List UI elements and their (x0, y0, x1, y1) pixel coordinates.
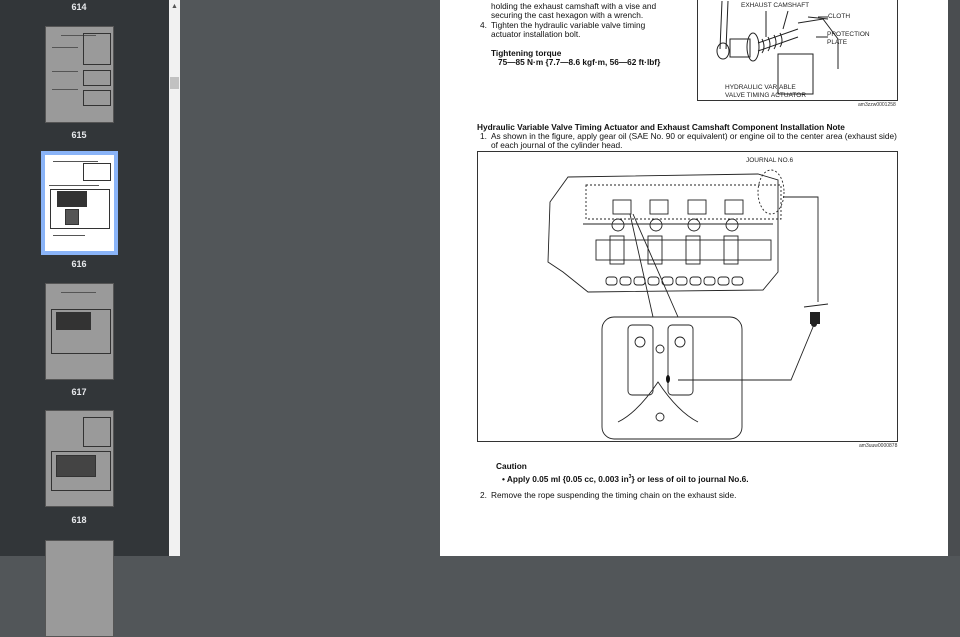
torque-value: 75—85 N·m {7.7—8.6 kgf·m, 56—62 ft·lbf} (498, 57, 661, 67)
figure-actuator: EXHAUST CAMSHAFT CLOTH PROTECTION PLATE … (697, 0, 898, 101)
thumbnail-label: 615 (71, 130, 87, 140)
thumbnail-label: 617 (71, 387, 87, 397)
step-3-text: securing the cast hexagon with a wrench. (491, 10, 644, 20)
step-4-text: actuator installation bolt. (491, 29, 581, 39)
step-number: 2. (480, 490, 487, 500)
thumbnail-page-616-selected[interactable] (41, 151, 118, 255)
superscript: 3 (628, 474, 632, 480)
step-4-text: Tighten the hydraulic variable valve tim… (491, 20, 646, 30)
thumbnail-label: 618 (71, 515, 87, 525)
figure-code: am3uuw0000878 (859, 443, 898, 449)
caution-text: } or less of oil to journal No.6. (631, 473, 749, 484)
thumbnail-label: 616 (71, 259, 87, 269)
label-actuator: HYDRAULIC VARIABLE (725, 84, 796, 91)
label-cloth: CLOTH (828, 13, 851, 20)
step-2-text: Remove the rope suspending the timing ch… (491, 490, 737, 500)
thumbnail-page-617[interactable] (45, 283, 114, 380)
label-journal-no6: JOURNAL NO.6 (746, 157, 794, 164)
torque-title: Tightening torque (491, 48, 562, 58)
thumbnail-sidebar: 614 615 616 617 618 (0, 0, 169, 637)
label-exhaust-camshaft: EXHAUST CAMSHAFT (740, 2, 811, 9)
caution-title: Caution (496, 461, 527, 471)
section-title: Hydraulic Variable Valve Timing Actuator… (477, 122, 845, 132)
thumbnail-page-618[interactable] (45, 410, 114, 507)
sidebar-scrollbar[interactable]: ▲ (169, 0, 180, 556)
figure-cylinder-head: JOURNAL NO.6 (477, 151, 898, 442)
label-plate: PLATE (827, 39, 848, 46)
figure-code: am3zzw0001258 (858, 102, 896, 108)
thumbnail-label: 614 (71, 2, 87, 12)
viewer-right-edge (948, 0, 960, 556)
thumbnail-page-619[interactable] (45, 540, 114, 637)
step-number: 1. (480, 131, 487, 141)
caution-item: • Apply 0.05 ml {0.05 cc, 0.003 in3} or … (502, 473, 749, 484)
label-protection: PROTECTION (827, 31, 870, 38)
scroll-up-arrow-icon[interactable]: ▲ (171, 3, 178, 10)
scrollbar-thumb[interactable] (170, 77, 179, 89)
actuator-illustration (716, 0, 839, 95)
step-number: 4. (480, 20, 487, 30)
cylinder-head-illustration (547, 169, 829, 440)
step-1-text: of each journal of the cylinder head. (491, 140, 623, 150)
document-page: holding the exhaust camshaft with a vise… (440, 0, 948, 556)
label-actuator: VALVE TIMING ACTUATOR (725, 92, 807, 99)
step-3-text: holding the exhaust camshaft with a vise… (491, 1, 657, 11)
step-1-text: As shown in the figure, apply gear oil (… (491, 131, 897, 141)
caution-text: Apply 0.05 ml {0.05 cc, 0.003 in (506, 473, 629, 484)
thumbnail-page-615[interactable] (45, 26, 114, 123)
